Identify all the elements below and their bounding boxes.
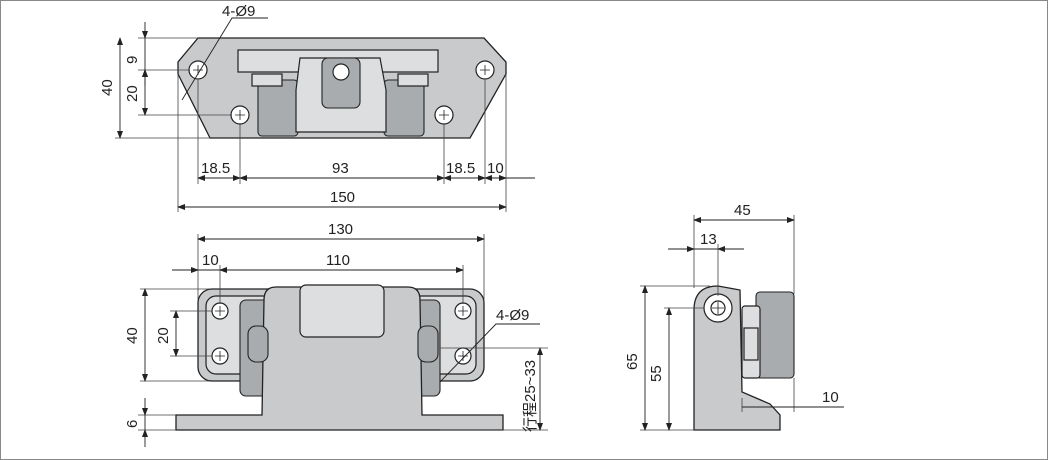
top-view-nut-left (251, 73, 283, 87)
front-view-stroke-note: 行程25~33 (522, 360, 539, 432)
side-view-dim-65: 65 (624, 353, 641, 370)
front-view-dim-130: 130 (328, 221, 353, 238)
top-view-dim-93: 93 (332, 160, 349, 177)
side-view-dim-13: 13 (700, 231, 717, 248)
top-view-hole-leader (181, 17, 268, 101)
front-view-dim-40: 40 (124, 327, 141, 344)
top-view-nut-right (397, 73, 429, 87)
front-view-dim-10: 10 (202, 252, 219, 269)
top-view-dim-150: 150 (330, 189, 355, 206)
top-view: 4-Ø9 9 20 40 18.5 93 18.5 10 150 (99, 3, 535, 212)
front-view-lever-right (417, 325, 439, 363)
top-view-dim-20: 20 (124, 85, 141, 102)
top-view-hole-note: 4-Ø9 (222, 3, 255, 20)
side-view-dim-45: 45 (734, 202, 751, 219)
front-view-lever-left (247, 325, 269, 363)
top-view-bolt (332, 63, 350, 81)
front-view-hole-note: 4-Ø9 (496, 307, 529, 324)
top-view-left-block (257, 79, 299, 137)
top-view-dim-18-5-left: 18.5 (201, 160, 230, 177)
front-view-dim-110: 110 (326, 252, 350, 269)
side-view-pad (755, 291, 795, 379)
front-view-dim-20: 20 (155, 327, 172, 344)
side-view-dim-10: 10 (822, 389, 839, 406)
front-view-hook (299, 284, 385, 338)
top-view-dim-10: 10 (487, 160, 504, 177)
top-view-right-block (383, 79, 425, 137)
top-view-dim-40: 40 (99, 79, 116, 96)
side-view: 45 13 65 55 10 (624, 202, 844, 431)
front-view: 130 10 110 40 20 4-Ø9 行程25~33 6 (124, 221, 548, 447)
front-view-hole-leader (439, 323, 540, 383)
front-view-dim-6: 6 (124, 420, 141, 428)
top-view-hook (321, 57, 361, 109)
side-view-dim-55: 55 (648, 365, 665, 382)
top-view-dim-9: 9 (124, 56, 141, 64)
top-view-dim-18-5-right: 18.5 (446, 160, 475, 177)
side-view-nut (743, 327, 759, 361)
